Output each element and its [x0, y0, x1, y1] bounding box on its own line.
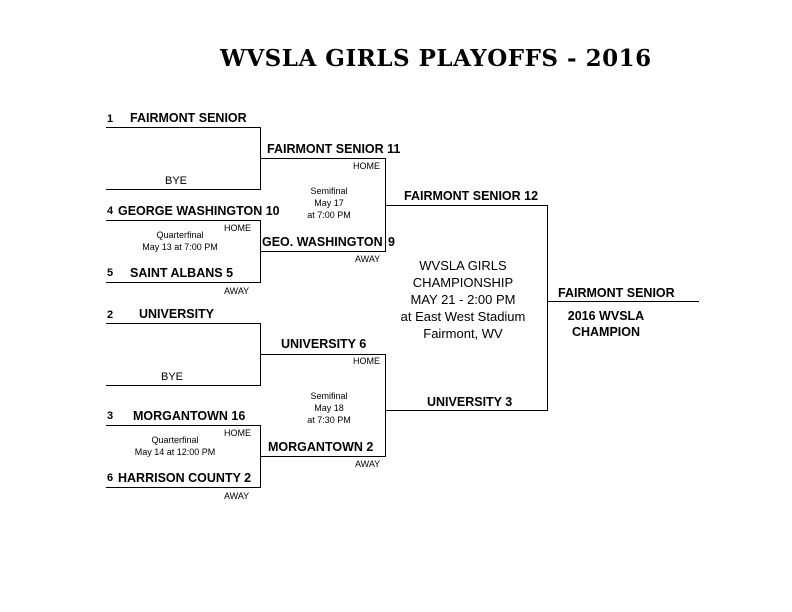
- game-time: at 7:00 PM: [307, 210, 351, 220]
- game-date: May 17: [314, 198, 344, 208]
- seed-number: 2: [107, 309, 114, 321]
- seed-number: 1: [107, 113, 114, 125]
- seed-number: 6: [107, 472, 114, 484]
- team-score: 9: [388, 235, 395, 249]
- team-name: GEO. WASHINGTON: [262, 235, 383, 249]
- away-label: AWAY: [224, 286, 250, 296]
- game-date: May 14 at 12:00 PM: [134, 447, 216, 457]
- away-label: AWAY: [355, 254, 381, 264]
- home-label: HOME: [224, 223, 251, 233]
- away-label: AWAY: [355, 459, 381, 469]
- team-name: UNIVERSITY 3: [427, 395, 513, 409]
- team-name: UNIVERSITY 6: [281, 337, 367, 351]
- team-name: UNIVERSITY: [139, 307, 215, 321]
- seed-number: 5: [107, 267, 114, 279]
- seed-number: 3: [107, 410, 114, 422]
- home-label: HOME: [224, 428, 251, 438]
- game-label: Semifinal: [310, 186, 348, 196]
- game-date: May 13 at 7:00 PM: [142, 242, 218, 252]
- team-name: GEORGE WASHINGTON 10: [118, 204, 280, 218]
- bye-label: BYE: [161, 371, 184, 383]
- game-label: Quarterfinal: [156, 230, 204, 240]
- champion-label: 2016 WVSLA: [567, 309, 645, 323]
- team-name: MORGANTOWN 16: [133, 409, 246, 423]
- championship-info-line: MAY 21 - 2:00 PM: [410, 292, 516, 307]
- page-title: WVSLA GIRLS PLAYOFFS - 2016: [220, 45, 652, 72]
- championship-info-line: CHAMPIONSHIP: [412, 275, 514, 290]
- game-date: May 18: [314, 403, 344, 413]
- bye-label: BYE: [165, 175, 188, 187]
- team-name: MORGANTOWN 2: [268, 440, 374, 454]
- team-name: SAINT ALBANS 5: [130, 266, 234, 280]
- seed-number: 4: [107, 205, 114, 217]
- team-name: FAIRMONT SENIOR: [130, 111, 247, 125]
- home-label: HOME: [353, 356, 380, 366]
- champion-team: FAIRMONT SENIOR: [558, 286, 675, 300]
- home-label: HOME: [353, 161, 380, 171]
- team-name: FAIRMONT SENIOR 12: [404, 189, 539, 203]
- championship-info-line: WVSLA GIRLS: [419, 258, 507, 273]
- champion-label: CHAMPION: [571, 325, 641, 339]
- team-name: HARRISON COUNTY 2: [118, 471, 252, 485]
- game-label: Semifinal: [310, 391, 348, 401]
- game-time: at 7:30 PM: [307, 415, 351, 425]
- away-label: AWAY: [224, 491, 250, 501]
- game-label: Quarterfinal: [151, 435, 199, 445]
- team-name: FAIRMONT SENIOR 11: [267, 142, 401, 156]
- championship-info-line: Fairmont, WV: [423, 326, 503, 341]
- championship-info-line: at East West Stadium: [400, 309, 526, 324]
